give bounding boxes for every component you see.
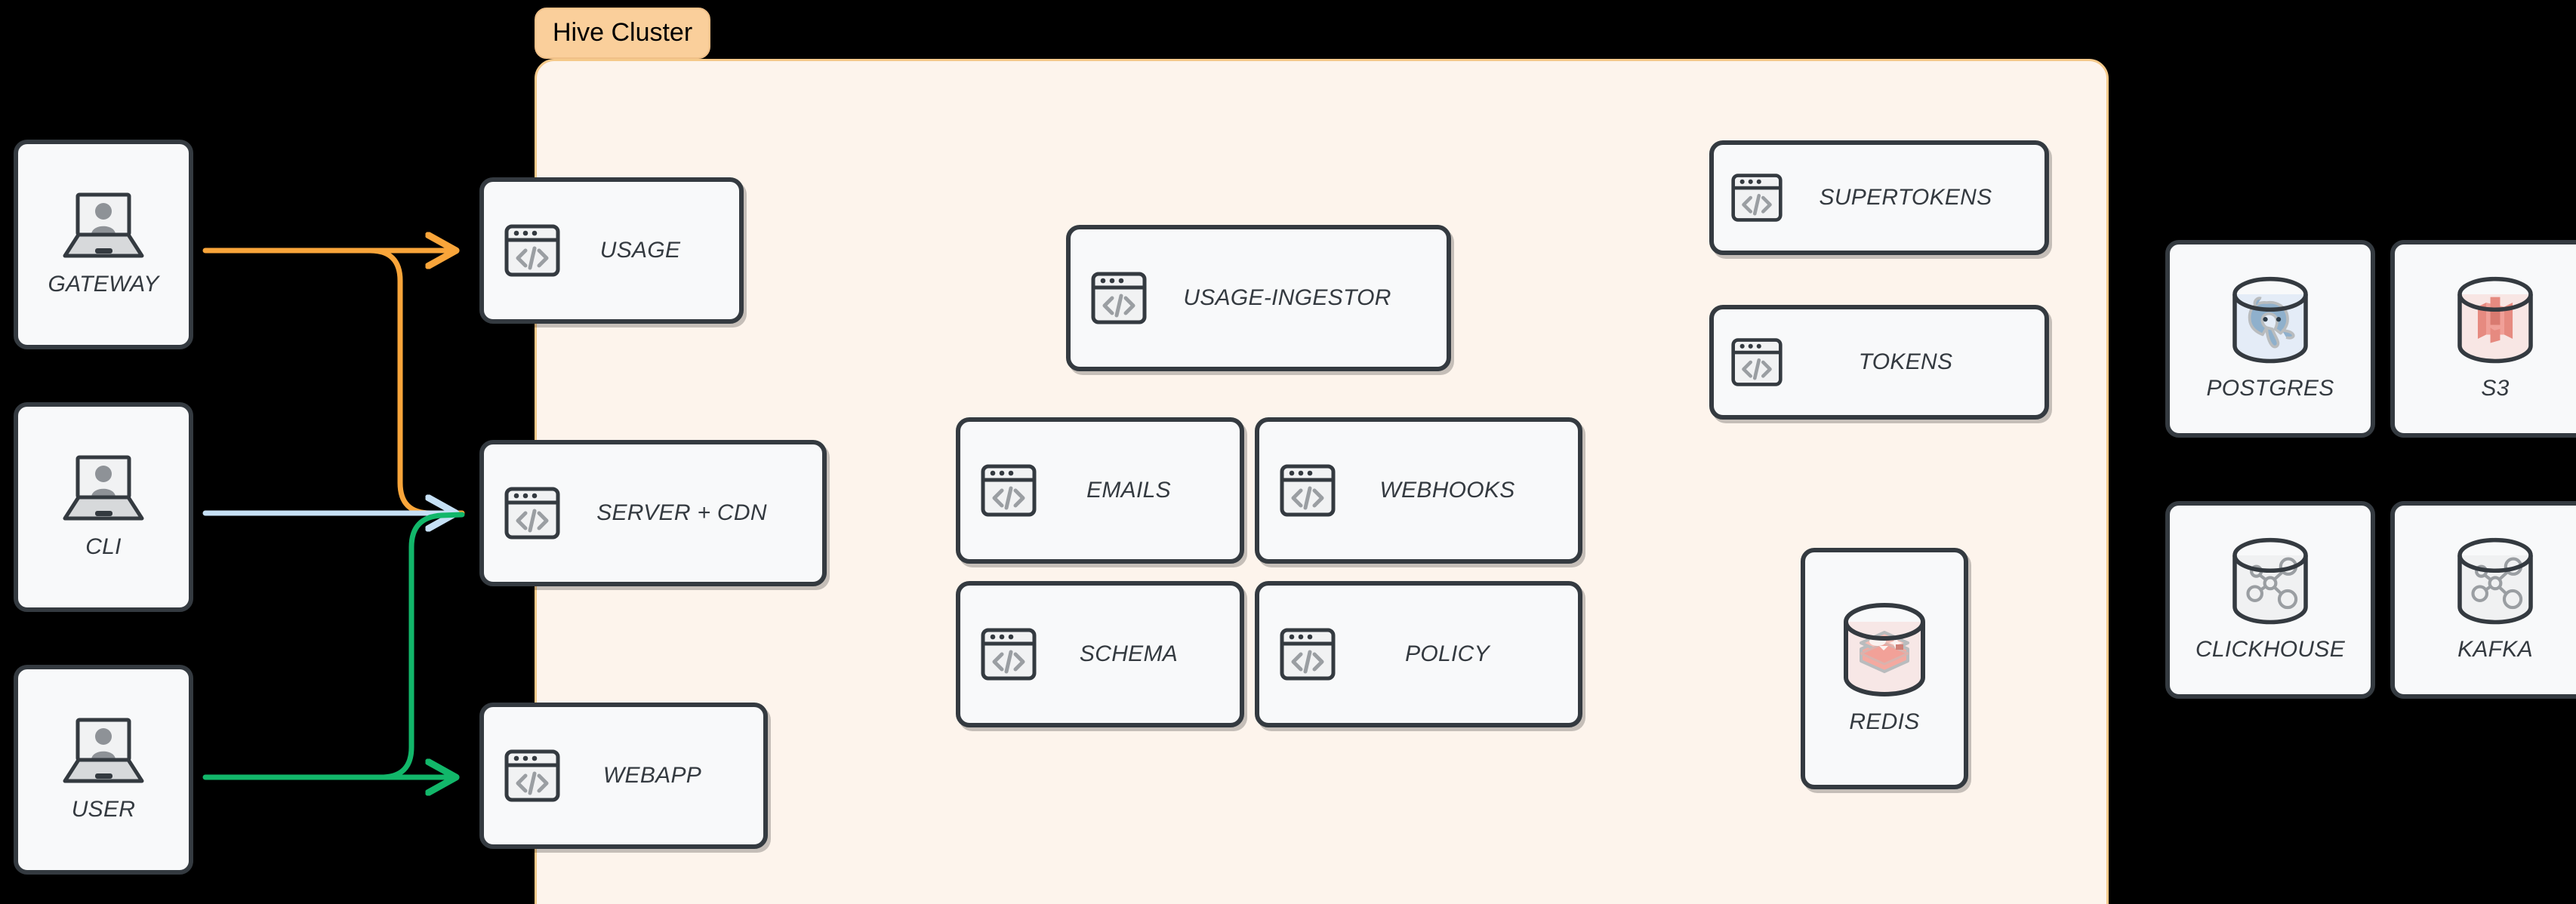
client-node-gateway[interactable]: GATEWAY <box>14 140 193 349</box>
client-node-label: GATEWAY <box>48 272 159 297</box>
service-node-label: USAGE-INGESTOR <box>1183 285 1391 310</box>
service-node-label: WEBAPP <box>602 763 702 788</box>
edge-user-to-server-cdn <box>378 512 465 780</box>
service-node-policy[interactable]: POLICY <box>1255 581 1582 727</box>
service-node-server-cdn[interactable]: SERVER + CDN <box>479 440 827 586</box>
service-node-emails[interactable]: EMAILS <box>956 417 1244 564</box>
s3-cylinder-icon <box>2448 276 2542 365</box>
redis-cylinder-icon <box>1834 602 1935 699</box>
service-node-tokens[interactable]: TOKENS <box>1709 305 2049 420</box>
code-window-icon <box>504 747 561 804</box>
store-node-redis[interactable]: REDIS <box>1801 548 1968 789</box>
client-node-label: USER <box>71 797 136 822</box>
code-window-icon <box>1279 626 1336 683</box>
laptop-user-icon <box>56 717 151 786</box>
edge-gateway-to-server-cdn <box>367 248 465 516</box>
laptop-user-icon <box>56 192 151 261</box>
service-node-schema[interactable]: SCHEMA <box>956 581 1244 727</box>
client-node-label: CLI <box>85 534 122 559</box>
service-node-label: POLICY <box>1405 641 1490 666</box>
service-node-label: SUPERTOKENS <box>1819 185 1992 210</box>
code-window-icon <box>1279 462 1336 519</box>
service-node-label: SCHEMA <box>1079 641 1179 666</box>
service-node-label: USAGE <box>599 238 681 263</box>
store-node-label: CLICKHOUSE <box>2195 637 2346 662</box>
service-node-webhooks[interactable]: WEBHOOKS <box>1255 417 1582 564</box>
code-window-icon <box>1730 171 1783 224</box>
service-node-supertokens[interactable]: SUPERTOKENS <box>1709 140 2049 255</box>
network-cylinder-icon <box>2223 537 2317 626</box>
service-node-label: SERVER + CDN <box>596 500 767 525</box>
code-window-icon <box>980 626 1037 683</box>
service-node-webapp[interactable]: WEBAPP <box>479 703 768 849</box>
network-cylinder-icon <box>2448 537 2542 626</box>
code-window-icon <box>980 462 1037 519</box>
store-node-label: KAFKA <box>2457 637 2533 662</box>
code-window-icon <box>504 484 561 542</box>
service-node-label: TOKENS <box>1858 349 1953 374</box>
hive-cluster-label: Hive Cluster <box>535 8 711 59</box>
postgres-cylinder-icon <box>2223 276 2317 365</box>
client-node-user[interactable]: USER <box>14 665 193 875</box>
store-node-label: S3 <box>2481 376 2510 401</box>
store-node-label: REDIS <box>1849 709 1920 734</box>
store-node-postgres[interactable]: POSTGRES <box>2165 240 2375 438</box>
code-window-icon <box>504 222 561 279</box>
store-node-clickhouse[interactable]: CLICKHOUSE <box>2165 501 2375 699</box>
code-window-icon <box>1730 336 1783 389</box>
service-node-label: EMAILS <box>1086 478 1171 503</box>
client-node-cli[interactable]: CLI <box>14 402 193 612</box>
service-node-usage[interactable]: USAGE <box>479 177 744 324</box>
store-node-s3[interactable]: S3 <box>2390 240 2576 438</box>
service-node-label: WEBHOOKS <box>1379 478 1515 503</box>
code-window-icon <box>1090 269 1148 327</box>
store-node-kafka[interactable]: KAFKA <box>2390 501 2576 699</box>
service-node-usage-ingestor[interactable]: USAGE-INGESTOR <box>1066 225 1451 371</box>
laptop-user-icon <box>56 454 151 524</box>
store-node-label: POSTGRES <box>2206 376 2334 401</box>
